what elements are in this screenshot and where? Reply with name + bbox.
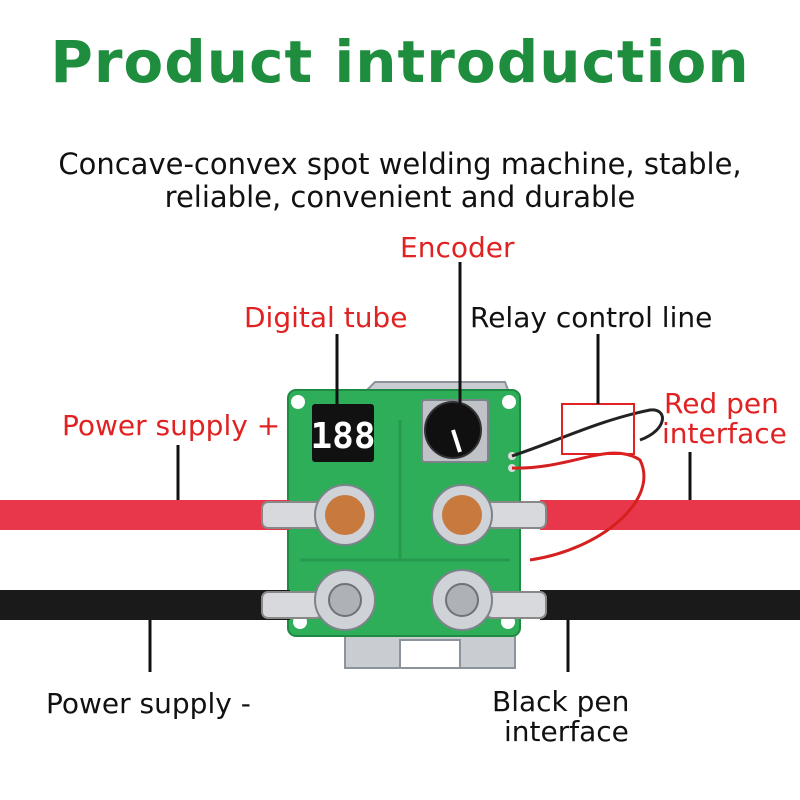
bolt-terminal-right-nut	[445, 583, 479, 617]
encoder-knob-marker	[451, 429, 462, 453]
subtitle-line-1: Concave-convex spot welding machine, sta…	[58, 147, 742, 181]
mount-hole	[502, 395, 516, 409]
red-cable-right	[540, 500, 800, 530]
label-power-supply-plus: Power supply +	[62, 409, 281, 442]
lug-black-right	[485, 591, 547, 619]
digital-tube-digits: 188	[310, 416, 375, 457]
copper-terminal-left-core	[325, 495, 365, 535]
subtitle-line-2: reliable, convenient and durable	[164, 180, 636, 214]
label-red-pen-line-1: Red pen	[664, 387, 779, 420]
lug-black-left	[261, 591, 323, 619]
label-black-pen-line-2: interface	[504, 715, 629, 748]
relay-wire-black	[511, 408, 664, 458]
base-plate-slot	[399, 639, 461, 669]
bolt-terminal-left-nut	[328, 583, 362, 617]
relay-wire-red	[511, 451, 646, 562]
label-relay-control-line: Relay control line	[470, 301, 713, 334]
page-title: Product introduction	[50, 28, 750, 96]
label-black-pen-line-1: Black pen	[492, 685, 630, 718]
lug-red-left	[261, 501, 323, 529]
digital-tube-display	[312, 404, 374, 462]
label-encoder: Encoder	[400, 231, 515, 264]
label-red-pen-line-2: interface	[662, 417, 787, 450]
black-cable-right	[540, 590, 800, 620]
label-digital-tube: Digital tube	[244, 301, 408, 334]
red-cable-left	[0, 500, 290, 530]
subtitle: Concave-convex spot welding machine, sta…	[0, 148, 800, 214]
label-power-supply-minus: Power supply -	[46, 687, 251, 720]
black-cable-left	[0, 590, 290, 620]
lug-red-right	[485, 501, 547, 529]
relay-highlight-box	[561, 403, 635, 455]
copper-terminal-right-core	[442, 495, 482, 535]
mount-hole	[291, 395, 305, 409]
